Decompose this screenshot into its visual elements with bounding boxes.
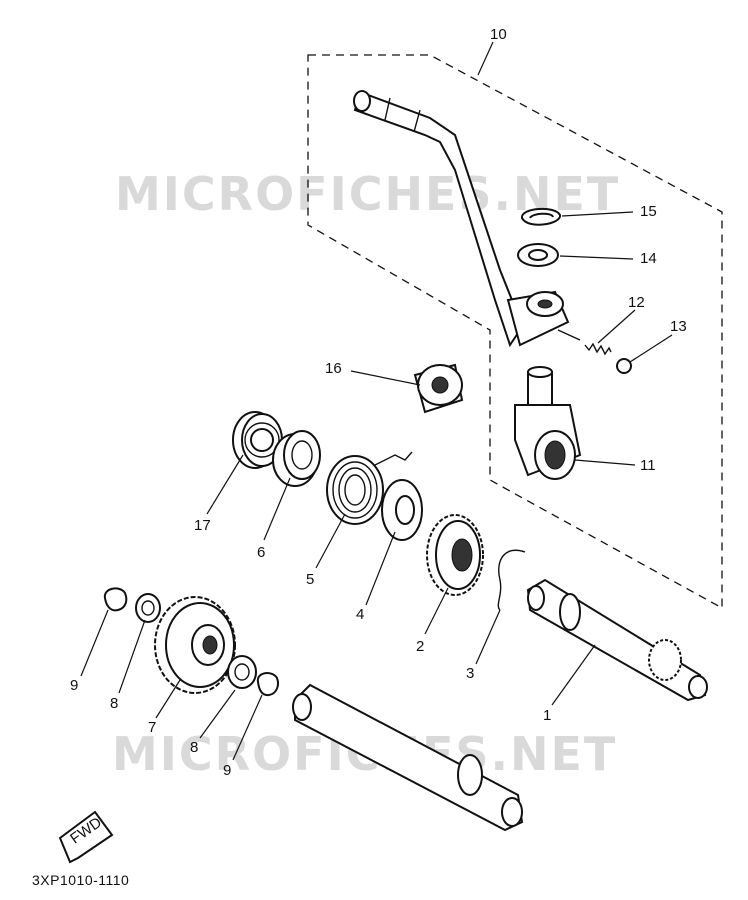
callout-8-left: 8 [110, 695, 118, 712]
callout-11: 11 [640, 457, 656, 474]
callout-6: 6 [257, 544, 265, 561]
part-kick-spring-5 [326, 451, 413, 525]
fwd-arrow-icon: FWD [58, 810, 114, 864]
part-collar-6 [272, 430, 321, 487]
part-clip-3 [497, 549, 526, 611]
part-kick-axle-1 [526, 578, 708, 702]
part-washer-8-left [135, 593, 161, 623]
callout-12: 12 [628, 294, 645, 311]
part-circlip-9-left [103, 587, 128, 612]
part-washer-14 [517, 243, 559, 267]
callout-14: 14 [640, 250, 657, 267]
callout-4: 4 [356, 606, 364, 623]
assembly-boundary-10 [307, 54, 723, 610]
callout-2: 2 [416, 638, 424, 655]
callout-3: 3 [466, 665, 474, 682]
diagram-code: 3XP1010-1110 [32, 872, 129, 888]
callout-16: 16 [325, 360, 342, 377]
part-washer-8-right [227, 655, 257, 689]
part-ball-13 [616, 358, 632, 374]
part-washer-4 [381, 479, 423, 541]
callout-17: 17 [194, 517, 211, 534]
callout-1: 1 [543, 707, 551, 724]
callout-9-left: 9 [70, 677, 78, 694]
part-circlip-15 [521, 207, 561, 226]
part-nut-16 [413, 363, 464, 414]
part-spring-12 [584, 342, 612, 356]
part-idle-gear-7 [154, 596, 236, 694]
part-kick-gear-2 [426, 514, 484, 596]
callout-labels: 10 15 14 12 13 16 11 17 6 5 4 2 3 1 9 8 … [70, 26, 687, 779]
part-kick-lever [353, 90, 581, 348]
callout-13: 13 [670, 318, 687, 335]
part-kick-boss [514, 366, 582, 480]
callout-15: 15 [640, 203, 657, 220]
callout-8-right: 8 [190, 739, 198, 756]
main-shaft [292, 683, 524, 832]
callout-5: 5 [306, 571, 314, 588]
callout-10: 10 [490, 26, 507, 43]
callout-7: 7 [148, 719, 156, 736]
callout-9-right: 9 [223, 762, 231, 779]
part-bearing-17 [232, 411, 283, 469]
leader-lines [80, 41, 673, 761]
part-circlip-9-right [256, 672, 279, 697]
